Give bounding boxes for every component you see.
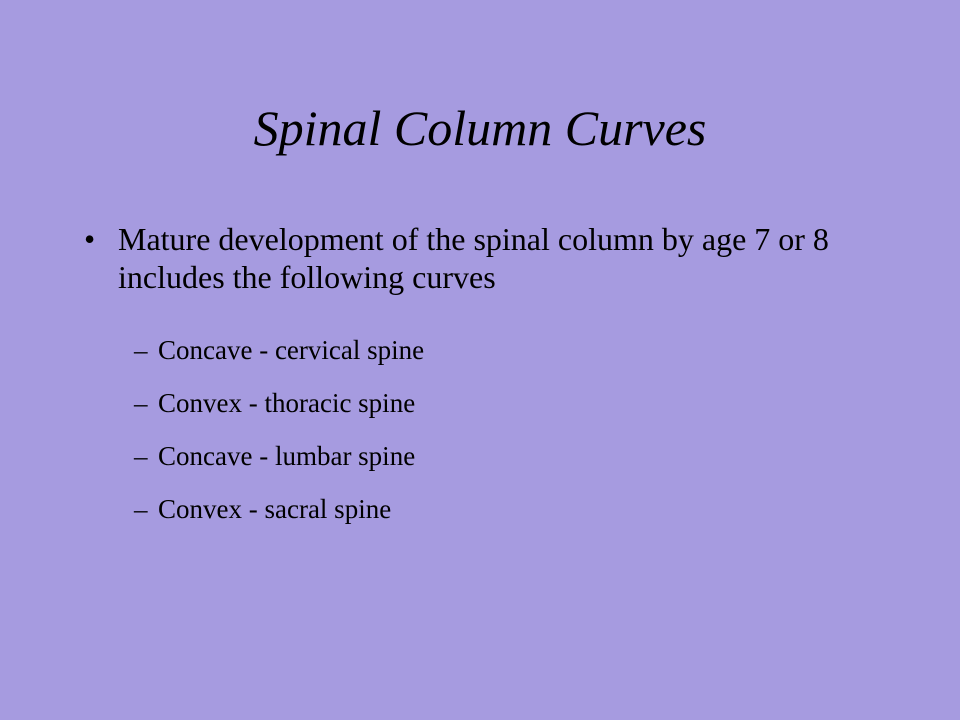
dash-icon: – [134, 388, 148, 418]
curve-item-text: Convex - sacral spine [158, 494, 392, 524]
curve-item-text: Concave - lumbar spine [158, 441, 416, 471]
curve-list: – Concave - cervical spine – Convex - th… [134, 334, 834, 546]
curve-item-text: Convex - thoracic spine [158, 388, 416, 418]
slide-title: Spinal Column Curves [253, 100, 707, 156]
curve-item: – Concave - cervical spine [134, 334, 834, 387]
main-bullet: • Mature development of the spinal colum… [84, 220, 884, 296]
dash-icon: – [134, 494, 148, 524]
curve-item: – Concave - lumbar spine [134, 440, 834, 493]
dash-icon: – [134, 335, 148, 365]
curve-item: – Convex - thoracic spine [134, 387, 834, 440]
main-bullet-text: Mature development of the spinal column … [118, 221, 829, 295]
dash-icon: – [134, 441, 148, 471]
bullet-icon: • [84, 221, 96, 257]
curve-item-text: Concave - cervical spine [158, 335, 425, 365]
main-bullet-row: • Mature development of the spinal colum… [84, 220, 884, 296]
curve-item: – Convex - sacral spine [134, 493, 834, 546]
